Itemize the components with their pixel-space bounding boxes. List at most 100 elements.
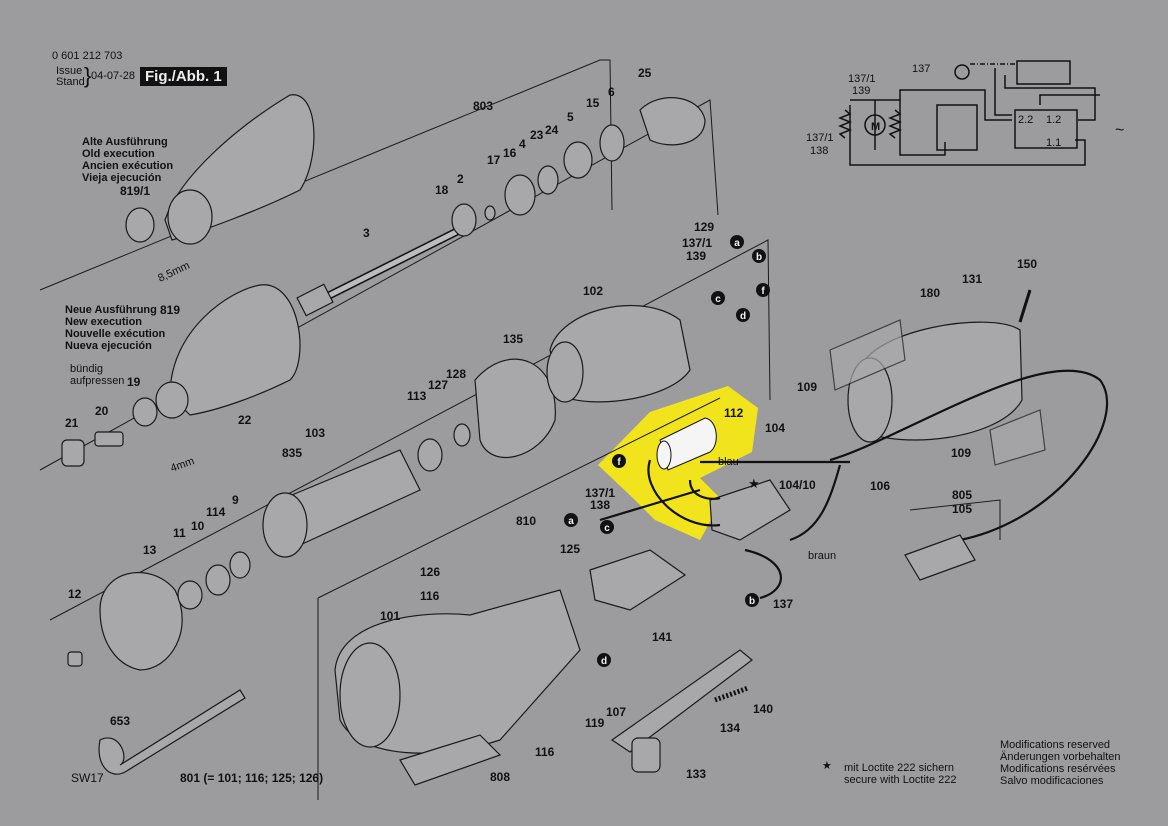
new-de: Neue Ausführung: [65, 304, 157, 316]
part-label: 808: [490, 770, 510, 784]
connector-a: a: [568, 516, 574, 527]
part-label: 116: [535, 745, 555, 759]
part-label: 21: [65, 416, 79, 430]
part-label: 138: [590, 498, 610, 512]
footnote-star: ★: [822, 760, 832, 772]
part-label: 805: [952, 488, 972, 502]
part-label: 20: [95, 404, 109, 418]
part-label: 12: [68, 587, 82, 601]
part-number: 0 601 212 703: [52, 50, 123, 62]
part-label: 141: [652, 630, 672, 644]
wire-blau: blau: [718, 456, 739, 468]
switch-104: [599, 459, 850, 600]
press-note-1: bündig: [70, 363, 104, 375]
mod-de: Änderungen vorbehalten: [1000, 751, 1121, 763]
circuit-label-138: 138: [810, 145, 828, 157]
motor-symbol: M: [871, 121, 880, 133]
old-en: Old execution: [82, 148, 155, 160]
stand-text: Stand: [56, 76, 85, 88]
figure-label: Fig./Abb. 1: [140, 67, 227, 86]
dim-8-5mm: 8,5mm: [156, 260, 192, 285]
part-label: 5: [567, 110, 574, 124]
part-label: 16: [503, 146, 517, 160]
part-label: 2: [457, 172, 464, 186]
part-label: 150: [1017, 257, 1037, 271]
part-label: 106: [870, 479, 890, 493]
part-label: 19: [127, 375, 141, 389]
new-es: Nueva ejecución: [65, 340, 152, 352]
part-label: 134: [720, 721, 740, 735]
part-label: 104/10: [779, 478, 816, 492]
connector-a: a: [734, 238, 740, 249]
connector-d: d: [740, 311, 746, 322]
part-label: 119: [585, 716, 605, 730]
part-label: 819/1: [120, 184, 150, 198]
part-label: 24: [545, 123, 559, 137]
mod-en: Modifications reserved: [1000, 739, 1111, 751]
part-label: 18: [435, 183, 449, 197]
part-label: 102: [583, 284, 603, 298]
part-label: 109: [797, 380, 817, 394]
part-label: 133: [686, 767, 706, 781]
gear-housing-819: [61, 284, 301, 467]
switch-slide-134: [610, 649, 753, 773]
part-label: 129: [694, 220, 714, 234]
connector-f: f: [761, 286, 765, 297]
part-label: 113: [407, 389, 427, 403]
circuit-label-137-1: 137/1: [848, 73, 876, 85]
part-label: 11: [173, 526, 186, 540]
issue-text: Issue: [56, 65, 83, 77]
terminal-2-2: 2.2: [1018, 114, 1033, 126]
assembly-801: 801 (= 101; 116; 125; 126): [180, 771, 323, 785]
part-label: 127: [428, 378, 448, 392]
part-label: 126: [420, 565, 440, 579]
issue-date: 04-07-28: [91, 70, 136, 82]
part-label: 128: [446, 367, 466, 381]
circuit-diagram: [837, 60, 1100, 166]
connector-c: c: [715, 294, 721, 305]
part-label: 180: [920, 286, 940, 300]
new-fr: Nouvelle exécution: [65, 328, 166, 340]
part-label: 137/1: [585, 486, 615, 500]
part-label: 653: [110, 714, 130, 728]
terminal-1-2: 1.2: [1046, 114, 1061, 126]
part-label: 105: [952, 502, 972, 516]
stator-102: [546, 305, 691, 403]
part-label: 13: [143, 543, 157, 557]
part-label: 22: [238, 413, 252, 427]
part-label: 17: [487, 153, 501, 167]
part-label: 15: [586, 96, 600, 110]
circuit-label-137-1b: 137/1: [806, 132, 834, 144]
connector-d: d: [601, 656, 607, 667]
press-note-2: aufpressen: [70, 375, 125, 387]
fan-13: [67, 551, 251, 671]
part-label: 116: [420, 589, 440, 603]
part-label: 104: [765, 421, 785, 435]
part-label: 114: [206, 505, 226, 519]
part-label: 107: [606, 705, 626, 719]
part-label: 803: [473, 99, 493, 113]
loctite-star: ★: [748, 476, 760, 491]
wrench-size: SW17: [71, 771, 104, 785]
mod-fr: Modifications resérvées: [1000, 763, 1116, 775]
gear-housing-803: [125, 94, 315, 245]
circuit-label-139: 139: [852, 85, 870, 97]
part-label: 103: [305, 426, 325, 440]
old-de: Alte Ausführung: [82, 136, 168, 148]
old-fr: Ancien exécution: [82, 160, 174, 172]
part-label: 819: [160, 303, 180, 317]
wire-braun: braun: [808, 550, 836, 562]
bearings-top: [451, 97, 706, 237]
part-label: 140: [753, 702, 773, 716]
armature-103: [262, 358, 556, 558]
part-label: 137/1: [682, 236, 712, 250]
new-en: New execution: [65, 316, 143, 328]
part-label: 109: [951, 446, 971, 460]
part-label: 125: [560, 542, 580, 556]
footnote-de: mit Loctite 222 sichern: [844, 762, 955, 774]
